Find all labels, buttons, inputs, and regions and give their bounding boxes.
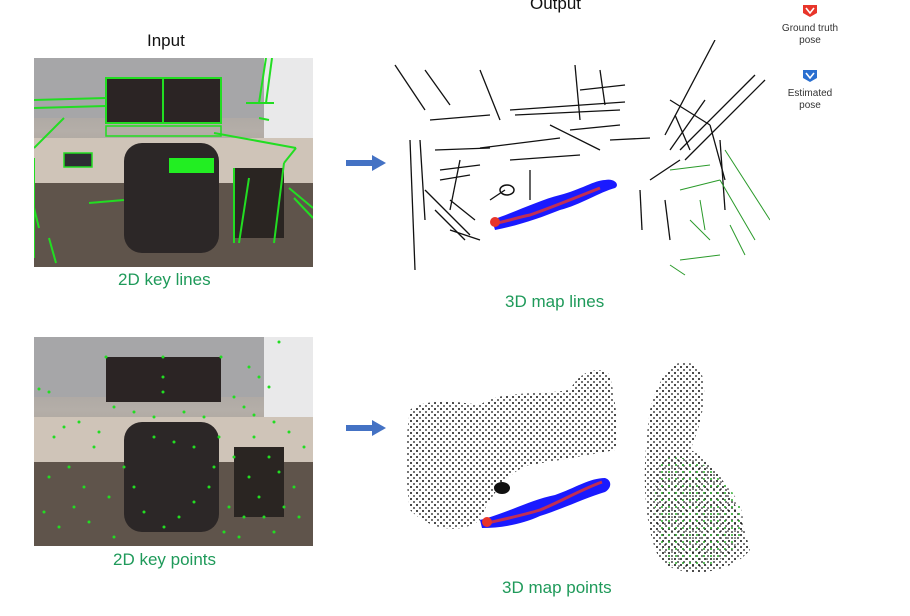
caption-2d-key-points: 2D key points	[113, 550, 216, 569]
scene-illustration	[34, 337, 313, 546]
caption-2d-key-lines: 2D key lines	[118, 270, 211, 289]
camera-frustum-icon	[803, 5, 817, 17]
legend-label-ground-truth: Ground truth pose	[781, 23, 839, 46]
line-map-illustration	[394, 40, 770, 276]
input-header: Input	[147, 31, 185, 50]
legend-item-ground-truth: Ground truth pose	[770, 4, 850, 47]
output-3d-map-lines	[380, 40, 770, 280]
caption-3d-map-points: 3D map points	[502, 578, 612, 597]
output-3d-map-points	[380, 330, 770, 580]
arrow-right-icon	[346, 420, 386, 436]
input-image-key-points	[34, 337, 313, 546]
caption-3d-map-lines: 3D map lines	[505, 292, 605, 311]
legend-label-estimated: Estimated pose	[787, 88, 833, 111]
legend-item-estimated: Estimated pose	[770, 69, 850, 112]
arrow-right-icon	[346, 155, 386, 171]
input-image-key-lines	[34, 58, 313, 267]
scene-illustration	[34, 58, 313, 267]
output-header: Output	[530, 0, 582, 13]
legend: Ground truth pose Estimated pose	[770, 4, 850, 112]
camera-frustum-icon	[803, 70, 817, 82]
point-map-illustration	[406, 362, 750, 573]
